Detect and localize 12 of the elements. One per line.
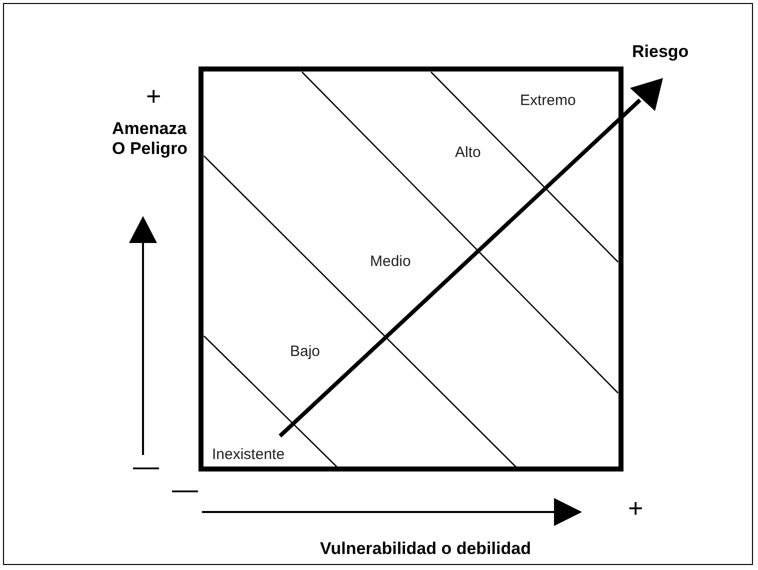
minus-sign: — — [172, 475, 198, 505]
zone-label: Inexistente — [212, 446, 285, 464]
axis-label: Vulnerabilidad o debilidad — [320, 539, 531, 559]
zone-label: Medio — [370, 253, 411, 270]
axis-label: Amenaza O Peligro — [112, 119, 189, 158]
axis-label: Riesgo — [632, 42, 689, 62]
zone-label: Bajo — [290, 343, 320, 360]
plus-sign: + — [628, 494, 644, 524]
zone-label: Alto — [455, 144, 481, 162]
minus-sign: — — [133, 452, 159, 482]
zone-label: Extremo — [520, 92, 576, 110]
plus-sign: + — [146, 82, 162, 112]
